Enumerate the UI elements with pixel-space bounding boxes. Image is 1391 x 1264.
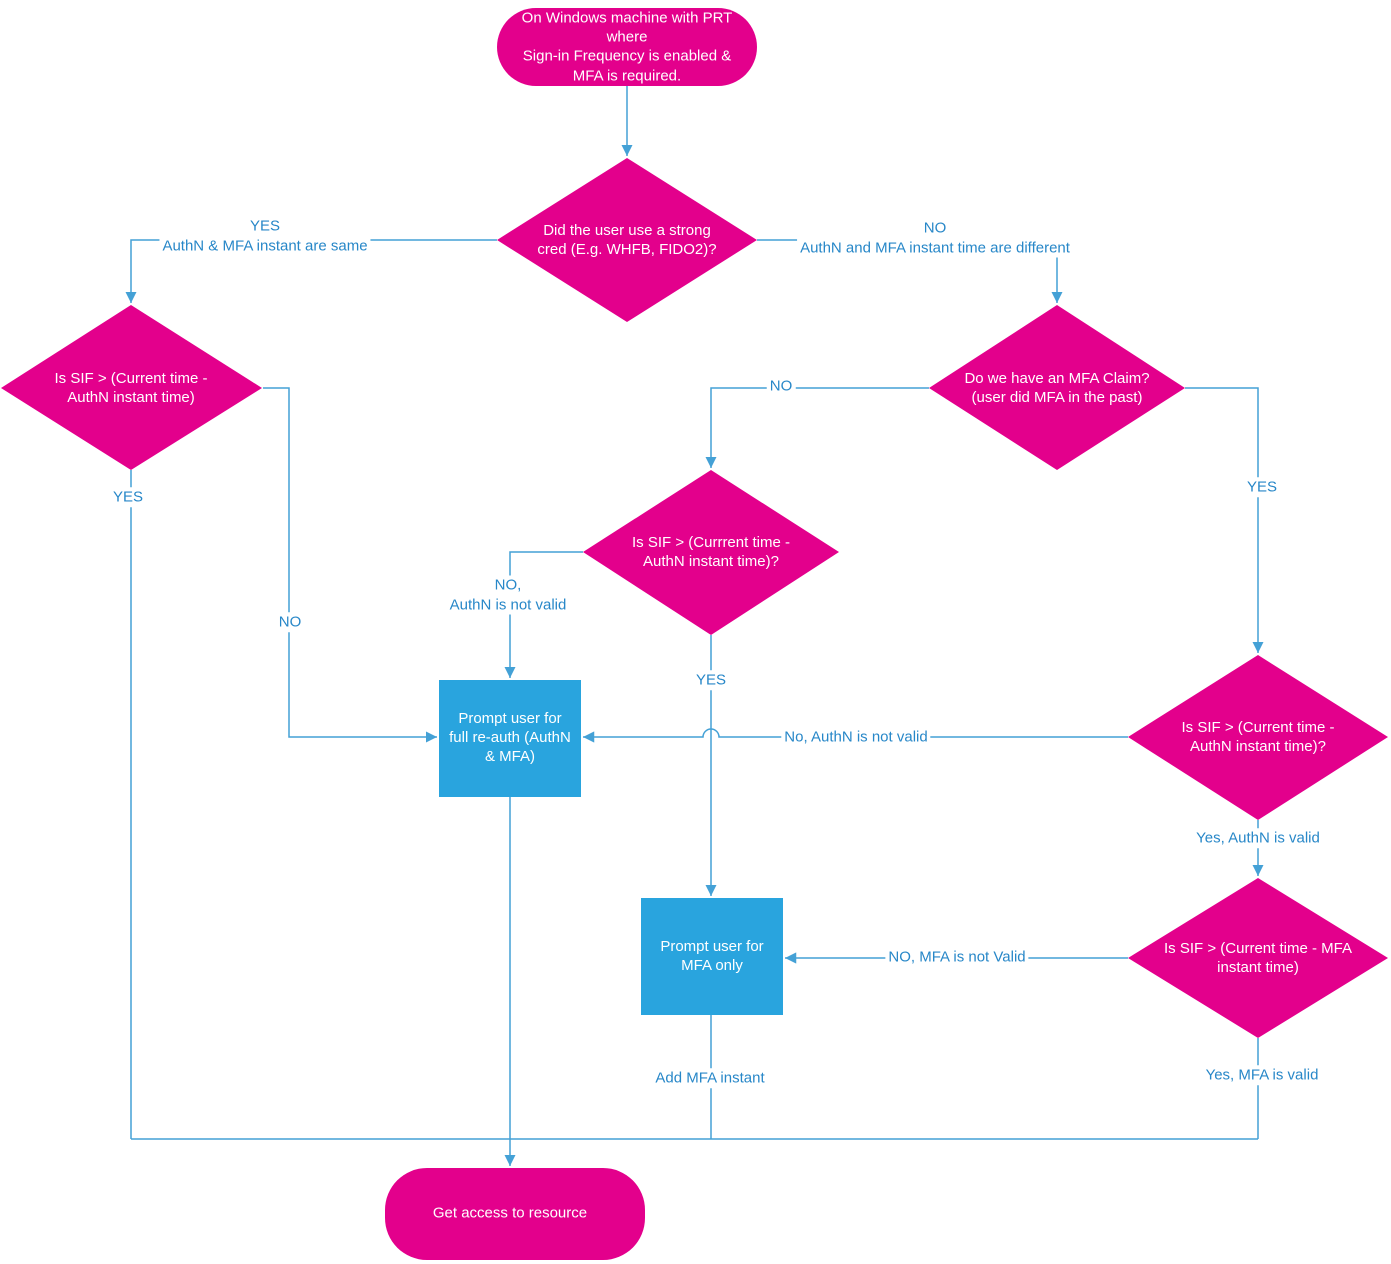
action-full-reauth-shape [439,680,581,797]
connector-sif-left-no-to-reauth [263,387,437,743]
connector-mfaclaim-yes-to-sif-right [1185,387,1264,653]
connector-mfaclaim-no-to-sif-mid [705,387,929,468]
end-node-shape [385,1168,645,1260]
connector-strongcred-no-to-mfaclaim [757,239,1063,303]
decision-mfa-claim-shape [929,305,1185,470]
decision-sif-authn-mid-shape [583,470,839,635]
decision-strong-cred-shape [497,158,757,322]
decision-sif-authn-right-shape [1128,655,1388,820]
connector-sif-right-no-to-reauth [583,728,1128,743]
connector-strongcred-yes-to-sif-left [125,239,497,303]
decision-sif-authn-left-shape [1,305,262,470]
start-node-shape [497,8,757,86]
decision-sif-mfa-shape [1128,878,1388,1038]
connector-sif-mid-no-to-reauth [504,551,583,678]
action-mfa-only-shape [641,898,783,1015]
